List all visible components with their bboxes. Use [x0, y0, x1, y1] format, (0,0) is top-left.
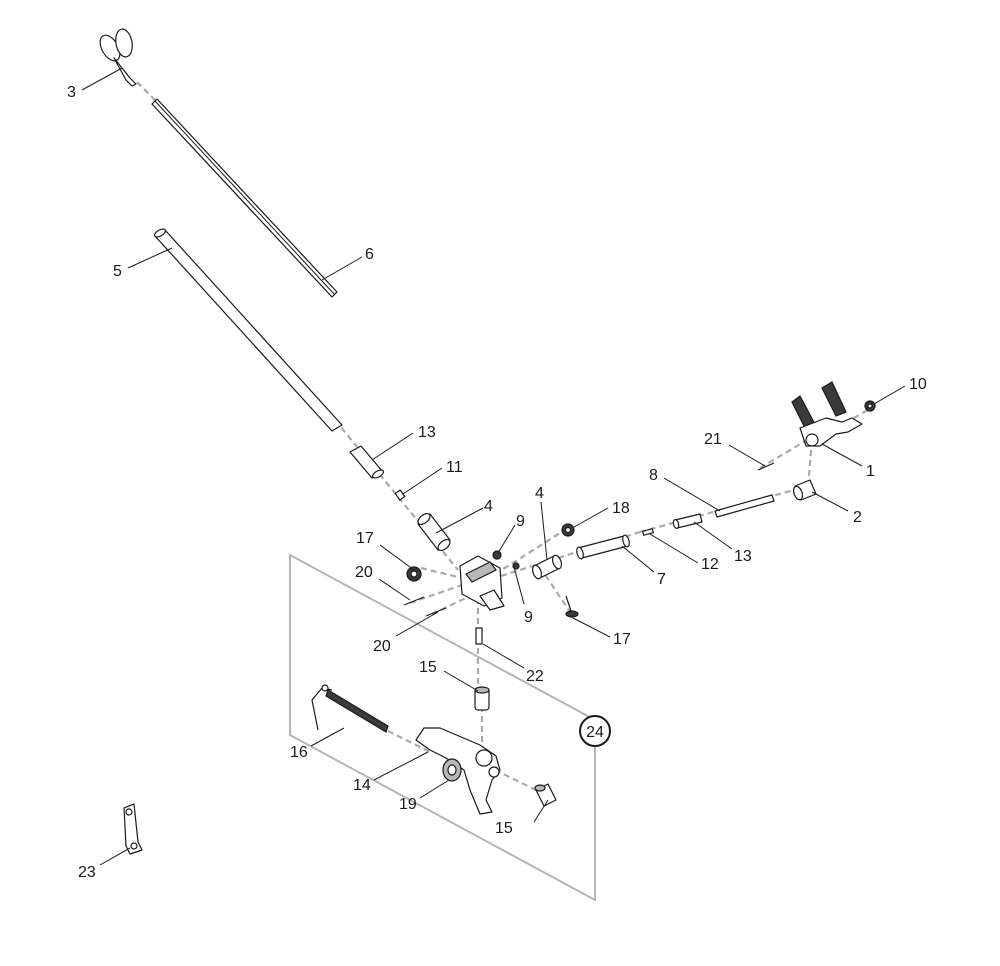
callout-labels: 3 6 5 13 11 4 4 9 9 18 17 17 20 20 8 7 1…: [67, 84, 927, 881]
part-1-handle: [791, 381, 863, 447]
callout-18: 18: [612, 500, 630, 517]
assembly-24-boundary: [289, 553, 596, 902]
callout-12: 12: [701, 556, 719, 573]
callout-13-upper: 13: [418, 424, 436, 441]
callout-16: 16: [290, 744, 308, 761]
callout-22: 22: [526, 668, 544, 685]
part-3-clip: [99, 28, 137, 87]
callout-20-lower: 20: [373, 638, 391, 655]
part-4-connector-left: [417, 512, 451, 552]
callout-1: 1: [866, 463, 875, 480]
part-12-pin: [642, 528, 654, 536]
assembly-callout-24-label: 24: [586, 724, 604, 741]
callout-19: 19: [399, 796, 417, 813]
part-21-screw: [757, 462, 775, 471]
part-13-tube-right: [672, 513, 703, 529]
part-7-tube: [576, 534, 630, 560]
part-22-pin: [475, 627, 483, 645]
callout-5: 5: [113, 263, 122, 280]
part-16-spring-rod: [311, 684, 389, 733]
callout-7: 7: [657, 571, 666, 588]
part-8-rod: [714, 494, 775, 518]
callout-21: 21: [704, 431, 722, 448]
callout-4-right: 4: [535, 485, 544, 502]
callout-9-upper: 9: [516, 513, 525, 530]
callout-4-left: 4: [484, 498, 493, 515]
part-19-bushing: [442, 758, 462, 782]
callout-15-lower: 15: [495, 820, 513, 837]
callout-13-right: 13: [734, 548, 752, 565]
part-15-sleeve-upper: [474, 686, 490, 711]
callout-23: 23: [78, 864, 96, 881]
callout-20-upper: 20: [355, 564, 373, 581]
central-bracket: [459, 555, 505, 611]
part-5-rod: [153, 228, 343, 432]
callout-17-right: 17: [613, 631, 631, 648]
callout-6: 6: [365, 246, 374, 263]
part-2-sleeve: [792, 479, 817, 501]
callout-9-lower: 9: [524, 609, 533, 626]
callout-17-left: 17: [356, 530, 374, 547]
assembly-callout-24: 24: [579, 715, 611, 747]
part-10-nut: [864, 400, 876, 412]
part-15-sleeve-lower: [534, 783, 557, 807]
leader-lines: [81, 67, 906, 866]
part-20-screw-b: [425, 607, 447, 617]
callout-8: 8: [649, 467, 658, 484]
part-17-screw-right: [565, 595, 579, 618]
part-9-nut-a: [492, 550, 502, 560]
part-6-rod: [151, 98, 338, 298]
part-20-screw-a: [403, 596, 425, 606]
part-23-bracket: [123, 803, 143, 855]
part-4-connector-right: [531, 554, 563, 580]
callout-2: 2: [853, 509, 862, 526]
callout-3: 3: [67, 84, 76, 101]
part-11-pin: [394, 489, 406, 501]
part-17-nut-left: [406, 566, 422, 582]
part-13-tube-upper: [349, 445, 385, 479]
callout-11: 11: [446, 459, 463, 476]
assembly-path-lines: [136, 81, 869, 793]
callout-14: 14: [353, 777, 371, 794]
callout-15-upper: 15: [419, 659, 437, 676]
part-18-nut: [561, 523, 575, 537]
callout-10: 10: [909, 376, 927, 393]
